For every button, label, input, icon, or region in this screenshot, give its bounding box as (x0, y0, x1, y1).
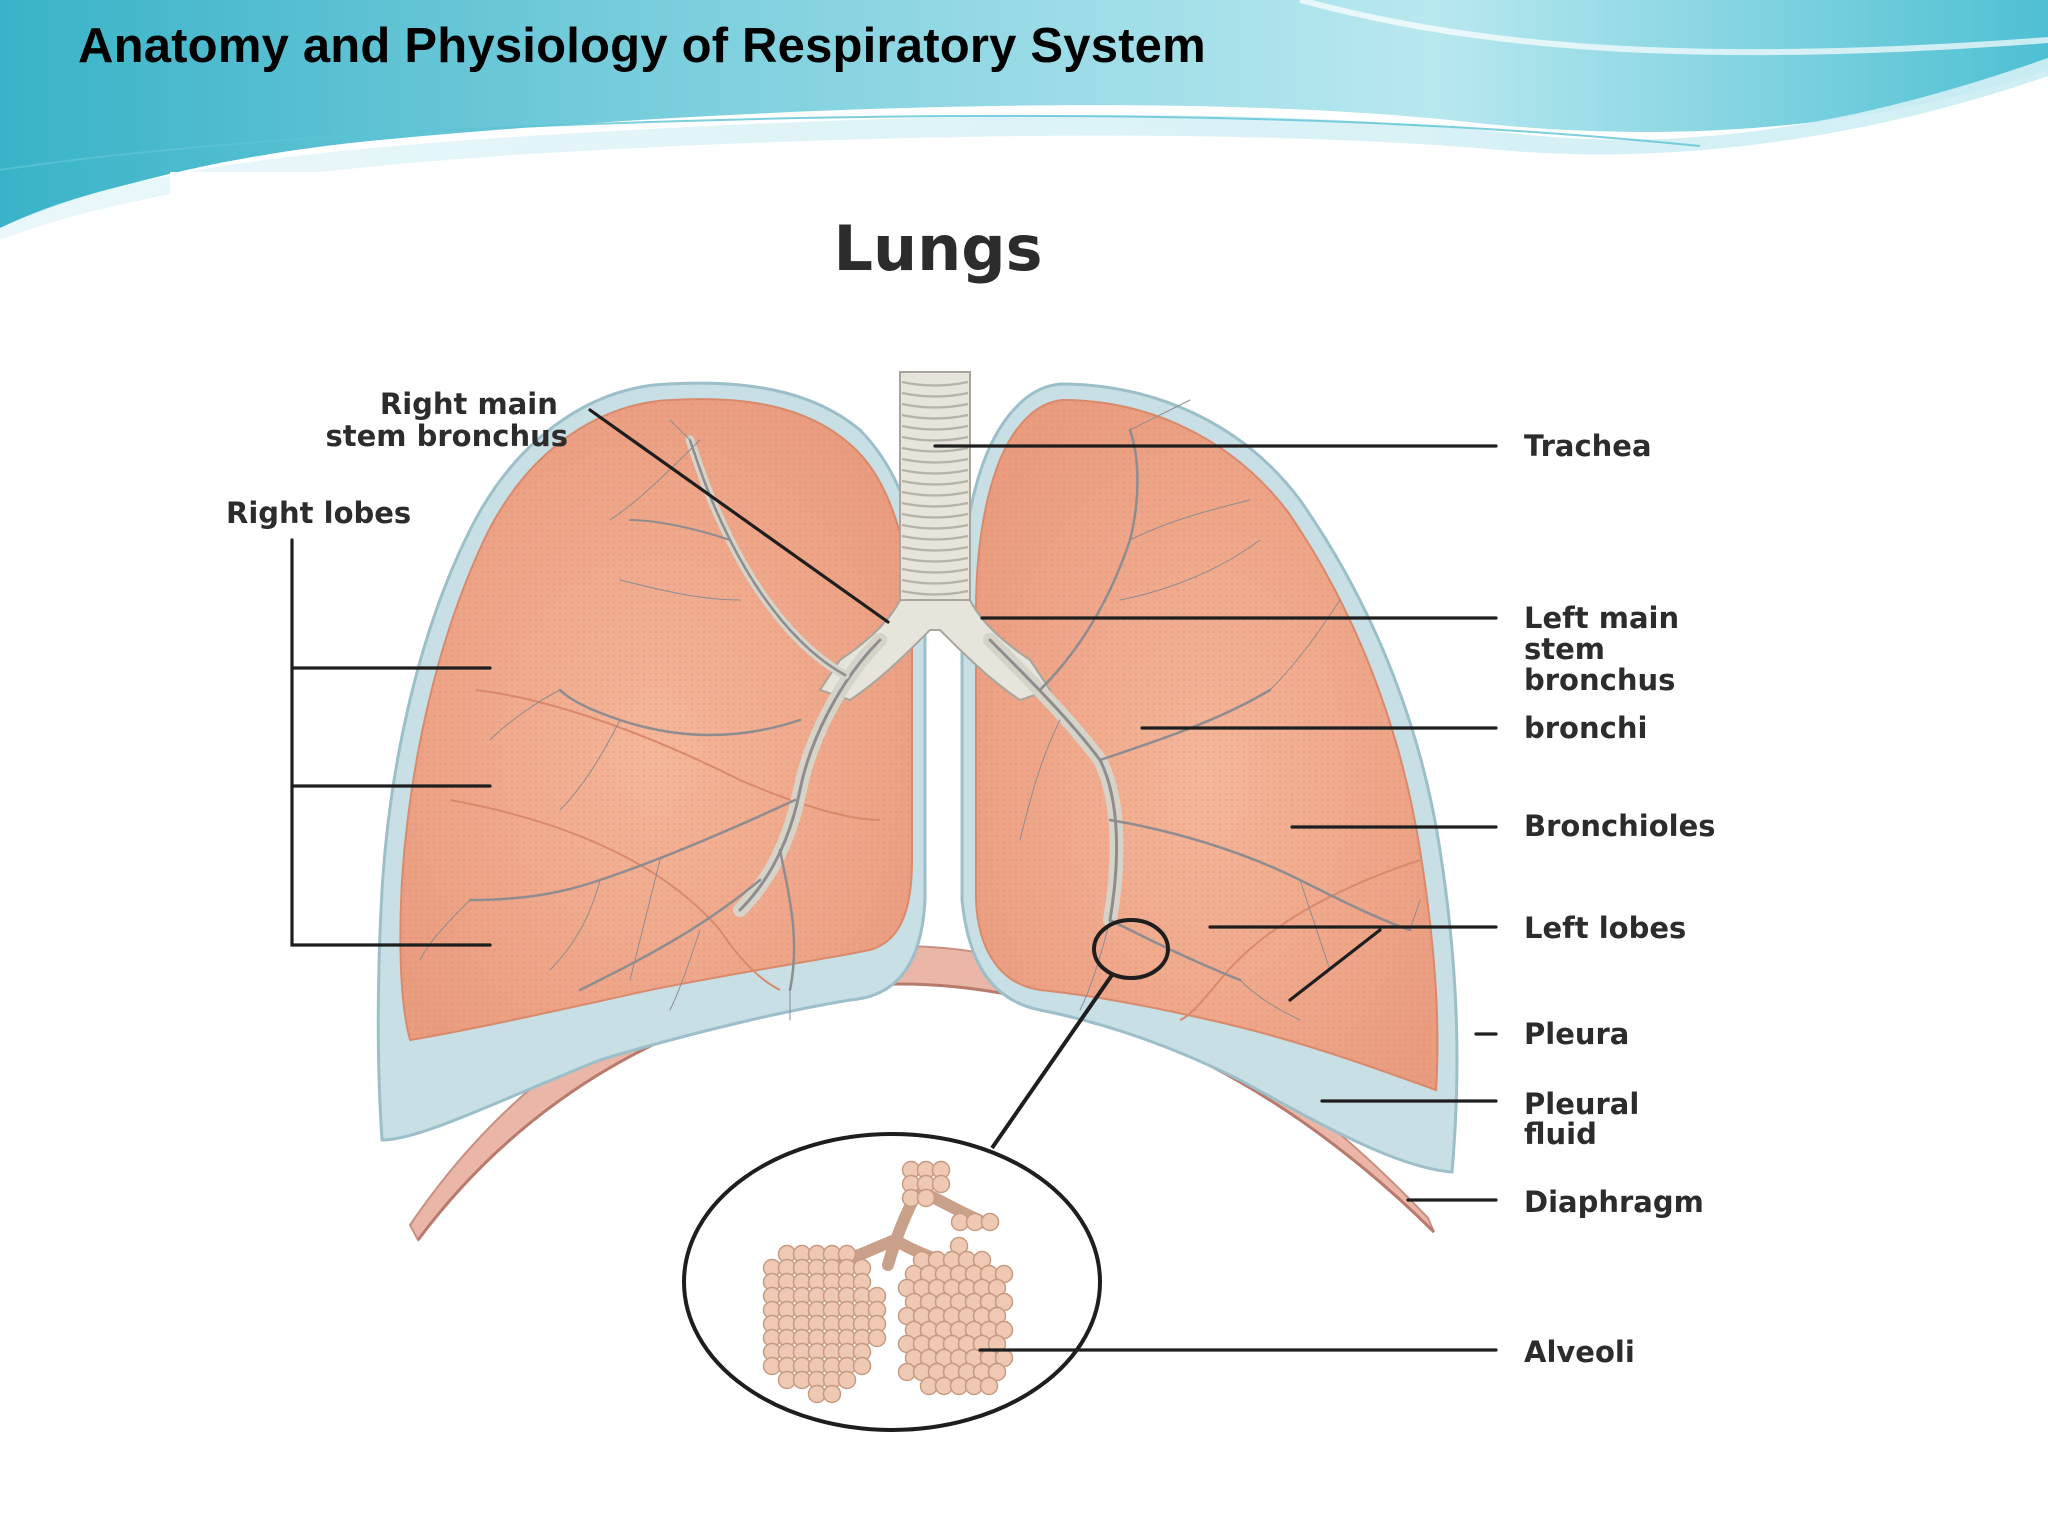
trachea-ring (901, 589, 969, 596)
alveoli-zoom-circle (682, 1132, 1102, 1432)
alveoli-cluster (762, 1160, 1014, 1404)
alveoli-source-circle (1092, 918, 1170, 980)
trachea-ring (901, 534, 969, 541)
trachea-ring (901, 435, 969, 442)
label-left-main-stem-bronchus: Left main stem bronchus (1524, 601, 1689, 697)
trachea-ring (901, 523, 969, 530)
trachea (818, 371, 1052, 702)
trachea-ring (901, 545, 969, 552)
label-pleural-fluid: Pleural fluid (1524, 1087, 1649, 1151)
trachea-ring (901, 578, 969, 585)
alveolus (852, 1356, 872, 1376)
trachea-ring (901, 413, 969, 420)
label-diaphragm: Diaphragm (1524, 1185, 1704, 1219)
label-bronchioles: Bronchioles (1524, 809, 1716, 843)
trachea-ring (901, 380, 969, 387)
header-wave (0, 0, 2048, 240)
trachea-ring (901, 424, 969, 431)
alveolus (980, 1212, 1000, 1232)
trachea-ring (901, 512, 969, 519)
label-left-lobes: Left lobes (1524, 911, 1686, 945)
alveolus (837, 1370, 857, 1390)
trachea-ring (901, 446, 969, 453)
alveolus (979, 1376, 999, 1396)
left-lung (960, 382, 1459, 1174)
trachea-ring (901, 567, 969, 574)
trachea-ring (901, 479, 969, 486)
label-trachea: Trachea (1524, 429, 1652, 463)
alveolus (867, 1328, 887, 1348)
trachea-ring (901, 556, 969, 563)
label-bronchi: bronchi (1524, 711, 1647, 745)
figure-title: Lungs (833, 212, 1042, 285)
label-alveoli: Alveoli (1524, 1335, 1635, 1369)
right-lung (376, 381, 927, 1142)
zoom-connector (990, 973, 1114, 1150)
trachea-ring (901, 468, 969, 475)
trachea-ring (901, 391, 969, 398)
label-right-lobes: Right lobes (226, 496, 411, 530)
alveolus (987, 1362, 1007, 1382)
alveolus (916, 1188, 936, 1208)
slide-title: Anatomy and Physiology of Respiratory Sy… (78, 19, 1206, 73)
trachea-ring (901, 402, 969, 409)
label-right-main-stem-bronchus: Right main stem bronchus (326, 387, 568, 453)
trachea-ring (901, 457, 969, 464)
trachea-ring (901, 490, 969, 497)
trachea-ring (901, 501, 969, 508)
alveolus (931, 1174, 951, 1194)
leader-lines (290, 408, 1498, 1352)
right-bronchial-tree (419, 419, 887, 1021)
label-pleura: Pleura (1524, 1017, 1629, 1051)
alveolus (822, 1384, 842, 1404)
